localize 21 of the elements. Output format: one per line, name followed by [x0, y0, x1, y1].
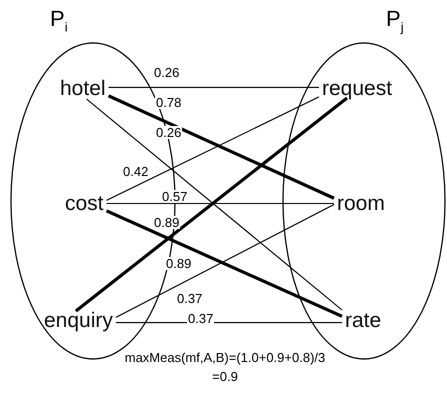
term-label: request	[322, 78, 392, 99]
term-label: cost	[65, 193, 104, 214]
connector-line	[116, 322, 342, 324]
set-label: P$_{i}$	[50, 8, 68, 34]
edge-label: 0.42	[122, 165, 150, 178]
edge-label: 0.89	[165, 257, 192, 270]
edge-label: 0.57	[161, 190, 188, 203]
connector-line	[106, 202, 334, 204]
set-label: P$_{j}$	[386, 8, 404, 34]
term-label: room	[337, 193, 385, 214]
edge-label: 0.37	[187, 312, 214, 325]
edge-label: 0.89	[153, 216, 180, 229]
term-label: enquiry	[44, 310, 113, 331]
edge-label: 0.78	[155, 96, 182, 109]
edge-label: 0.37	[176, 292, 204, 305]
caption: maxMeas(mf,A,B)=(1.0+0.9+0.8)/3 =0.9	[124, 349, 326, 386]
edge-label: 0.26	[155, 126, 182, 139]
edge-label: 0.26	[153, 66, 180, 79]
term-label: hotel	[60, 78, 106, 99]
term-label: rate	[345, 310, 382, 331]
connector-line	[108, 86, 319, 88]
